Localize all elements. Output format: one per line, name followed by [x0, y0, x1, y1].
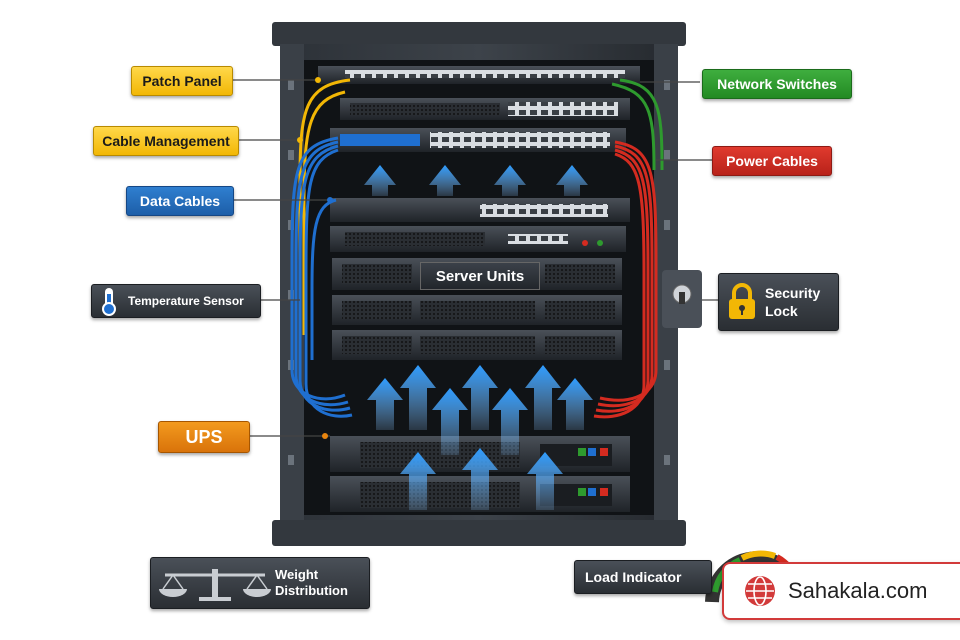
temperature-sensor-text: Temperature Sensor	[128, 294, 244, 308]
weight-line1: Weight	[275, 567, 319, 582]
label-temperature-sensor: Temperature Sensor	[91, 284, 261, 318]
rack-top-cap	[272, 22, 686, 46]
airflow-arrow-icon	[364, 165, 588, 196]
security-lock-line2: Lock	[765, 303, 798, 319]
label-ups: UPS	[158, 421, 250, 453]
security-lock-line1: Security	[765, 285, 821, 301]
label-power-cables: Power Cables	[712, 146, 832, 176]
globe-icon	[745, 576, 775, 606]
thermometer-icon	[102, 288, 116, 316]
label-server-units: Server Units	[420, 262, 540, 290]
label-cable-management: Cable Management	[93, 126, 239, 156]
label-load-indicator: Load Indicator	[574, 560, 712, 594]
label-weight-distribution: Weight Distribution	[150, 557, 370, 609]
label-patch-panel: Patch Panel	[131, 66, 233, 96]
label-data-cables: Data Cables	[126, 186, 234, 216]
watermark-text: Sahakala.com	[788, 578, 928, 603]
rack-base	[272, 520, 686, 546]
label-network-switches: Network Switches	[702, 69, 852, 99]
padlock-icon	[729, 283, 755, 319]
watermark-badge: Sahakala.com	[722, 562, 960, 620]
weight-line2: Distribution	[275, 583, 348, 598]
balance-scale-icon	[159, 569, 271, 601]
label-security-lock: Security Lock	[718, 273, 839, 331]
